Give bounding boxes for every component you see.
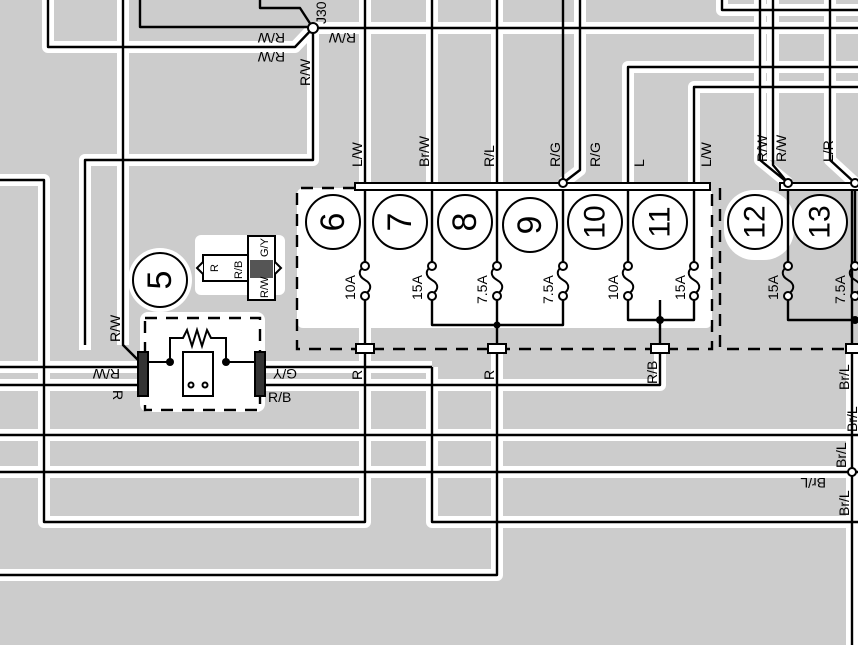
svg-text:10: 10	[579, 205, 612, 238]
fuse-icon	[556, 265, 570, 295]
wire-label: R/W	[107, 314, 123, 342]
wire-label: R	[110, 390, 126, 400]
wire-label: L/R	[820, 140, 836, 162]
fuse-rating: 15A	[409, 274, 425, 300]
fuse-terminal	[427, 261, 437, 271]
fuse-terminal	[427, 291, 437, 301]
wire-label: G/Y	[272, 366, 297, 382]
svg-text:9: 9	[511, 216, 549, 235]
circuit-13: 13	[792, 194, 848, 250]
pin-label: G/Y	[259, 237, 271, 257]
wire-label: Br/L	[833, 442, 849, 468]
fuse-rating: 15A	[672, 274, 688, 300]
fuse-terminal	[492, 291, 502, 301]
fuse-terminal	[492, 261, 502, 271]
wire-label: Br/L	[800, 475, 826, 491]
connectors	[137, 343, 858, 397]
fuse-terminal	[558, 261, 568, 271]
circuit-6: 6	[305, 194, 361, 250]
circuit-11: 11	[632, 194, 688, 250]
fuse-terminal	[360, 261, 370, 271]
wire-label: Br/W	[416, 135, 432, 167]
fuse-rating: 7.5A	[832, 275, 848, 304]
fuse-terminal	[850, 291, 858, 301]
pin-label: R	[209, 264, 221, 272]
svg-text:5: 5	[141, 271, 179, 290]
fuse-icon	[425, 265, 439, 295]
wire-label: R	[481, 370, 497, 380]
fuse-ratings: 10A 15A 7.5A 7.5A 10A 15A 15A 7.5A	[342, 274, 848, 304]
fuse-terminal	[558, 291, 568, 301]
wire-label: R/W	[257, 49, 285, 65]
fuse-terminal	[689, 261, 699, 271]
circuit-7: 7	[372, 194, 428, 250]
wire-label: R/L	[481, 145, 497, 167]
wire-label: R/W	[754, 134, 770, 162]
wire-label: R/W	[297, 58, 313, 86]
connector-5-icon: R R/B G/Y R/W	[195, 235, 283, 301]
fuse-terminal	[850, 261, 858, 271]
bus-bars	[354, 182, 858, 191]
wire-label: Br/L	[836, 490, 852, 516]
circuit-10: 10	[567, 194, 623, 250]
wire-label: R	[349, 370, 365, 380]
fuse-terminal	[783, 291, 793, 301]
fuse-box-outline	[295, 186, 714, 351]
svg-text:7: 7	[381, 213, 419, 232]
fuse-rating: 7.5A	[474, 275, 490, 304]
svg-text:11: 11	[644, 206, 677, 237]
wire-label: R/B	[268, 389, 291, 405]
wire-label: R/W	[328, 30, 356, 46]
wire-label: R/G	[587, 142, 603, 167]
fuse-bus-bar	[354, 182, 711, 191]
wire-labels: J30 R/W R/W R/W R/W L/W Br/W R/L R/G R/G…	[92, 1, 858, 516]
circuit-5: 5	[132, 252, 188, 308]
circuit-numbers: 5 6 7 8 9 10 11 12 13	[132, 194, 848, 308]
fuse-terminal	[360, 291, 370, 301]
fuse-terminal	[623, 291, 633, 301]
wire-label: R/W	[92, 366, 120, 382]
wire-label: Br/L	[836, 364, 852, 390]
svg-text:6: 6	[314, 213, 352, 232]
wire-label: L/W	[349, 141, 365, 167]
wire-label: R/W	[773, 134, 789, 162]
junction-label: J30	[313, 1, 329, 24]
fuse-rating: 10A	[342, 274, 358, 300]
fuse-icons	[358, 261, 858, 301]
fuse-icon	[781, 265, 795, 295]
fuse-rating: 15A	[765, 274, 781, 300]
fuse-icon	[848, 265, 858, 295]
fuse-terminal	[689, 291, 699, 301]
wire-label: R/B	[644, 361, 660, 384]
svg-text:13: 13	[804, 205, 837, 238]
wire-label: L	[631, 159, 647, 167]
junction-j30	[307, 22, 319, 34]
wire-label: L/W	[698, 141, 714, 167]
pin-label: R/W	[259, 276, 271, 298]
fuse-bus-bar-2	[779, 182, 858, 191]
svg-text:8: 8	[446, 213, 484, 232]
fuse-icon	[687, 265, 701, 295]
fuse-terminal	[783, 261, 793, 271]
pin-label: R/B	[233, 261, 245, 279]
wire-label: Br/L	[844, 406, 858, 432]
circuit-9: 9	[502, 197, 558, 253]
circuit-8: 8	[437, 194, 493, 250]
fuse-terminal	[623, 261, 633, 271]
relay-icon	[148, 326, 255, 397]
wire-label: R/W	[257, 30, 285, 46]
svg-text:12: 12	[739, 205, 772, 238]
fuse-box-outline-2	[718, 188, 858, 351]
fuse-icon	[490, 265, 504, 295]
fuse-icon	[358, 265, 372, 295]
fuse-rating: 7.5A	[540, 275, 556, 304]
circuit-12: 12	[727, 194, 783, 250]
fuse-icon	[621, 265, 635, 295]
fuse-rating: 10A	[605, 274, 621, 300]
wire-label: R/G	[547, 142, 563, 167]
